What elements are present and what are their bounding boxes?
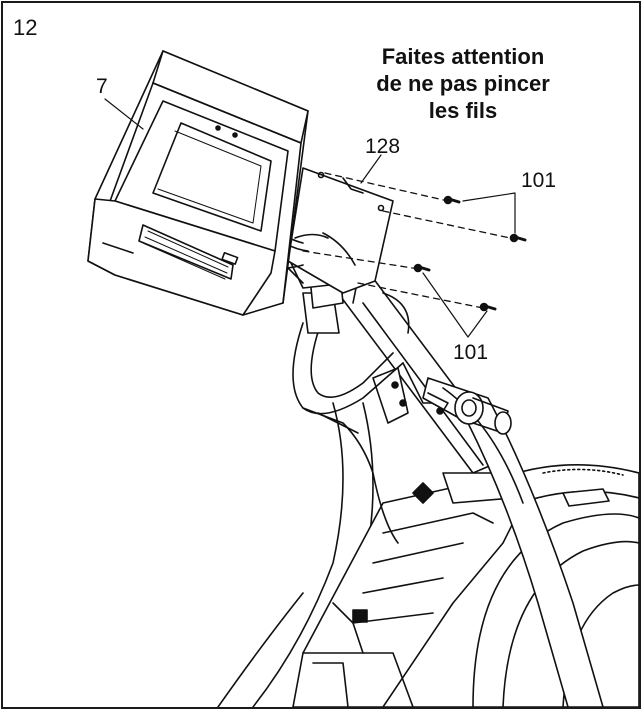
warning-line-2: de ne pas pincer: [376, 71, 550, 96]
wire-pinch-warning: Faites attention de ne pas pincer les fi…: [343, 43, 583, 124]
leader-lines: [104, 98, 516, 338]
screw-top-2-icon: [509, 233, 527, 243]
callout-screws-bottom: 101: [453, 341, 489, 364]
screw-top-1-icon: [443, 195, 461, 205]
warning-line-3: les fils: [428, 98, 498, 123]
step-number: 12: [13, 15, 38, 40]
screw-alignment-lines: [302, 172, 516, 309]
warning-line-1: Faites attention: [381, 44, 545, 69]
screw-bottom-2-icon: [479, 302, 497, 312]
screw-bottom-1-icon: [413, 263, 431, 273]
callout-bracket: 128: [365, 135, 401, 158]
screws-101: [413, 195, 527, 312]
right-arm: [422, 377, 604, 707]
callout-screws-top: 101: [521, 169, 557, 192]
callout-console: 7: [96, 75, 108, 98]
assembly-illustration: [87, 50, 639, 707]
console-7: [87, 50, 309, 316]
